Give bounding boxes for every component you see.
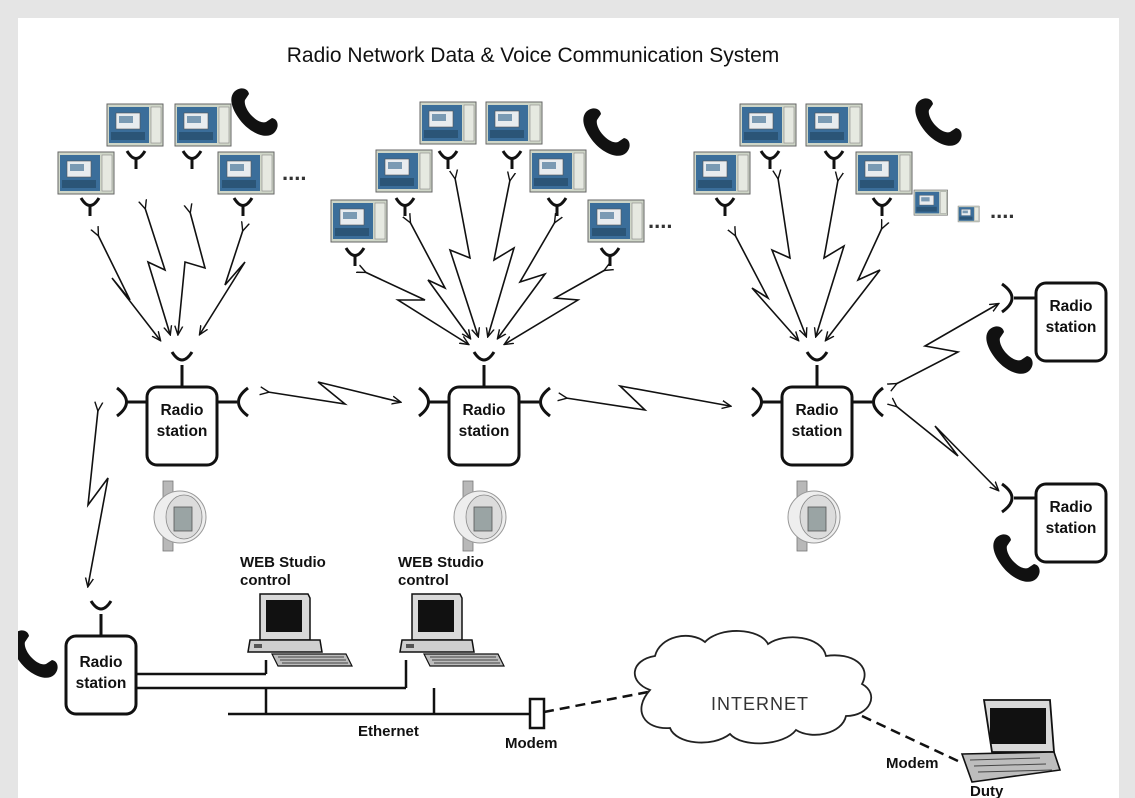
field-cabinet-icon [375, 149, 433, 193]
antenna-icon [759, 149, 781, 171]
radio-station-label-line2: station [792, 423, 843, 440]
web-studio-label-line2: control [398, 572, 449, 589]
field-cabinet-icon [529, 149, 587, 193]
field-cabinet-icon [485, 101, 543, 145]
antenna-icon [546, 196, 568, 218]
radio-station-label-line1: Radio [795, 402, 838, 419]
web-studio-label-line1: WEB Studio [240, 554, 326, 571]
antenna-icon [501, 149, 523, 171]
telephone-icon [583, 108, 630, 156]
telephone-icon [915, 98, 962, 146]
radio-links-group-1 [98, 208, 245, 340]
diagram-canvas: Radio Network Data & Voice Communication… [18, 18, 1119, 798]
field-cabinet-icon [330, 199, 388, 243]
radio-station-label-line2: station [1046, 319, 1097, 336]
workstation-computer-icon [399, 593, 505, 667]
radio-station-central-2: Radio station [418, 351, 551, 552]
antenna-icon [181, 149, 203, 171]
field-cabinet-icon [913, 189, 948, 216]
radio-links-group-3 [735, 178, 882, 340]
internet-label: INTERNET [711, 694, 809, 714]
field-cabinet-icon [805, 103, 863, 147]
radio-station-label-line1: Radio [160, 402, 203, 419]
radio-station-right-bottom: Radio station [993, 482, 1108, 582]
radio-station-label-line1: Radio [1049, 298, 1092, 315]
radio-station-label-line2: station [76, 675, 127, 692]
radio-station-label-line2: station [459, 423, 510, 440]
backbone-links [88, 304, 998, 586]
modem-label: Modem [505, 735, 558, 752]
field-cabinet-icon [217, 151, 275, 195]
antenna-icon [344, 246, 366, 268]
antenna-icon [823, 149, 845, 171]
more-cabinets-ellipsis: .... [990, 198, 1014, 223]
radio-station-bottom-left: Radio station [18, 600, 138, 716]
antenna-icon [232, 196, 254, 218]
field-cabinet-icon [693, 151, 751, 195]
antenna-icon [599, 246, 621, 268]
modem-label-duty: Modem [886, 755, 939, 772]
radio-station-right-top: Radio station [986, 281, 1108, 374]
field-cabinet-icon [587, 199, 645, 243]
antenna-icon [714, 196, 736, 218]
field-cabinet-icon [957, 205, 980, 223]
ethernet-label: Ethernet [358, 723, 419, 740]
telephone-icon [18, 630, 58, 678]
internet-cloud: INTERNET [633, 630, 873, 745]
field-cabinet-icon [174, 103, 232, 147]
field-cabinet-icon [106, 103, 164, 147]
web-studio-label-line1: WEB Studio [398, 554, 484, 571]
more-cabinets-ellipsis: .... [648, 208, 672, 233]
web-studio-label-line2: control [240, 572, 291, 589]
antenna-icon [79, 196, 101, 218]
workstation-computer-icon [247, 593, 353, 667]
radio-station-central-3: Radio station [751, 351, 884, 552]
mast-antenna-icon [453, 480, 507, 552]
modem-icon [528, 697, 546, 730]
field-cabinet-icon [739, 103, 797, 147]
cabinet-group-1: .... [57, 88, 306, 218]
modem-office: Modem [505, 697, 558, 752]
mast-antenna-icon [787, 480, 841, 552]
wired-connections [136, 660, 530, 716]
web-studio-control-2: WEB Studio control [398, 554, 505, 667]
radio-station-central-1: Radio station [116, 351, 249, 552]
radio-station-label-line2: station [157, 423, 208, 440]
internet-link-duty [861, 714, 961, 764]
radio-station-label-line1: Radio [79, 654, 122, 671]
antenna-icon [437, 149, 459, 171]
radio-station-label-line1: Radio [462, 402, 505, 419]
more-cabinets-ellipsis: .... [282, 160, 306, 185]
radio-station-label-line2: station [1046, 520, 1097, 537]
cabinet-group-2: .... [330, 101, 672, 268]
field-cabinet-icon [855, 151, 913, 195]
duty-laptop: Modem Duty [886, 699, 1062, 798]
network-diagram: Radio Network Data & Voice Communication… [18, 44, 1108, 798]
field-cabinet-icon [419, 101, 477, 145]
internet-link-office [543, 690, 649, 714]
field-cabinet-icon [57, 151, 115, 195]
radio-station-label-line1: Radio [1049, 499, 1092, 516]
diagram-title: Radio Network Data & Voice Communication… [287, 44, 780, 67]
radio-links-group-2 [365, 178, 605, 344]
antenna-icon [394, 196, 416, 218]
antenna-icon [125, 149, 147, 171]
telephone-icon [986, 326, 1033, 374]
antenna-icon [871, 196, 893, 218]
web-studio-control-1: WEB Studio control [240, 554, 353, 667]
mast-antenna-icon [153, 480, 207, 552]
cabinet-group-3: .... [693, 98, 1014, 223]
telephone-icon [231, 88, 278, 136]
telephone-icon [993, 534, 1040, 582]
duty-label: Duty [970, 783, 1004, 798]
